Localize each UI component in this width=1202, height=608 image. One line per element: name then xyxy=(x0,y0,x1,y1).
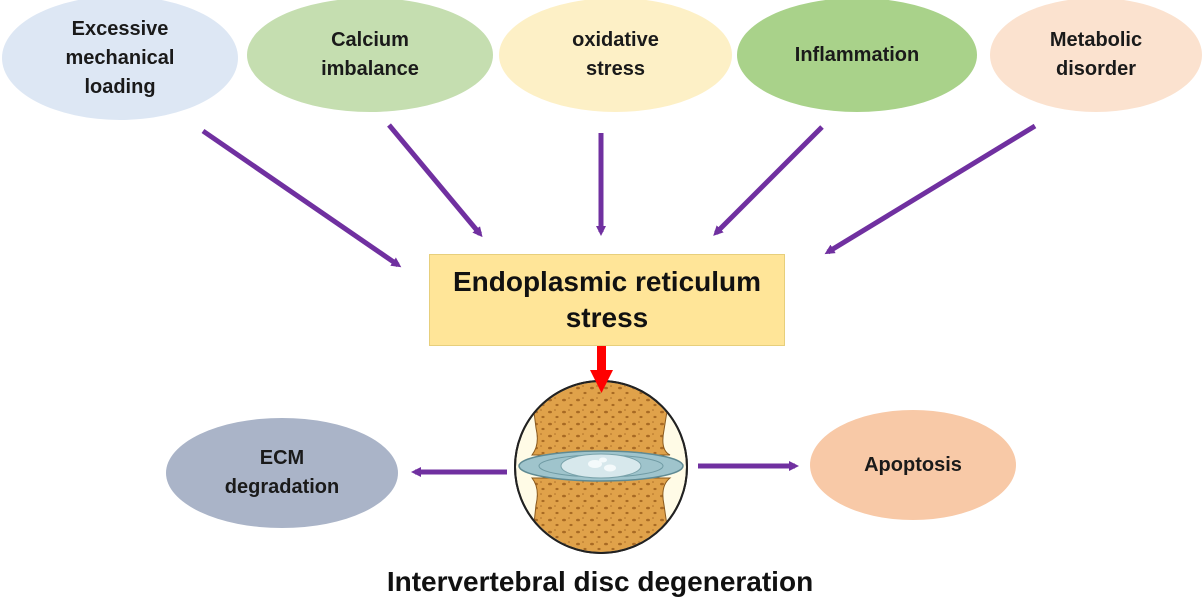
outcome-apoptosis: Apoptosis xyxy=(810,410,1016,520)
arrow-er-to-disc xyxy=(590,346,613,393)
factor-inflammation: Inflammation xyxy=(737,0,977,112)
factor-calcium-imbalance: Calcium imbalance xyxy=(247,0,493,112)
er-stress-box: Endoplasmic reticulum stress xyxy=(429,254,785,346)
factor-oxidative-stress: oxidative stress xyxy=(499,0,732,112)
outcome-ecm-degradation: ECM degradation xyxy=(166,418,398,528)
factor-metabolic-disorder: Metabolic disorder xyxy=(990,0,1202,112)
diagram-title: Intervertebral disc degeneration xyxy=(386,566,814,597)
arrow-metabolic-to-er xyxy=(824,123,1037,255)
arrow-calcium-to-er xyxy=(387,123,483,238)
arrow-inflammation-to-er xyxy=(713,125,824,236)
arrow-loading-to-er xyxy=(201,128,402,268)
factor-mechanical-loading: Excessive mechanical loading xyxy=(2,0,238,120)
intervertebral-disc-illustration xyxy=(514,380,688,554)
